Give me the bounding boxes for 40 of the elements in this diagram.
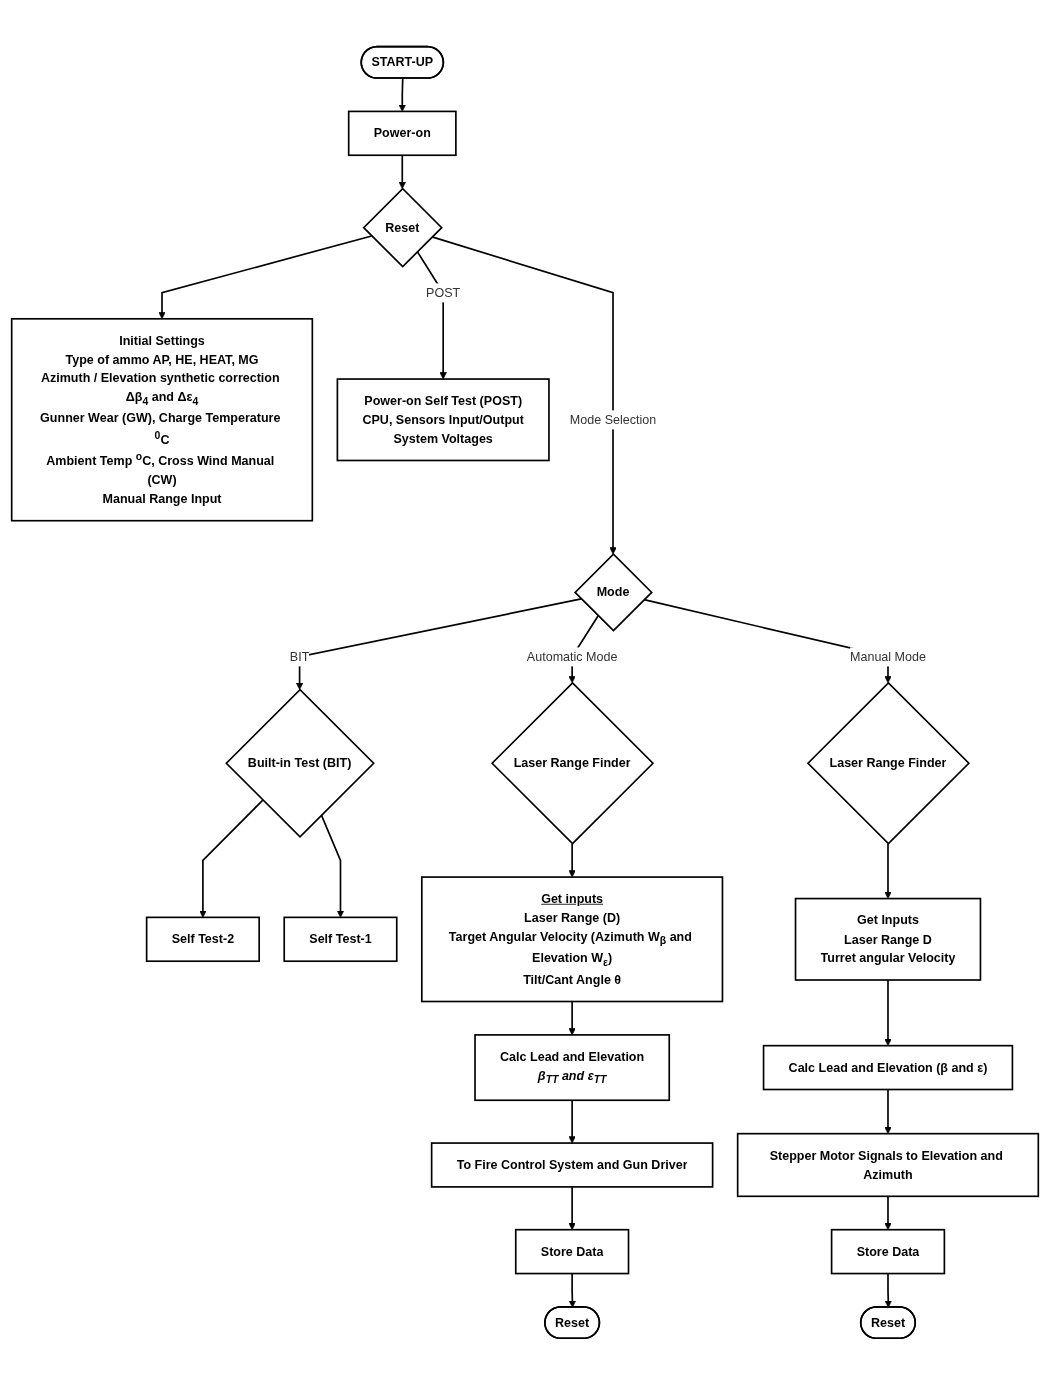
arrow xyxy=(567,1000,576,1035)
node-box: Store Data xyxy=(514,1228,629,1274)
arrow xyxy=(320,813,344,918)
edge-label: Mode Selection xyxy=(569,411,656,426)
node-box: Power-on xyxy=(347,110,457,156)
node-box: Calc Lead and Elevation β$_{TT}$ and ε$_{TT}$ xyxy=(473,1033,670,1101)
node-box: Store Data xyxy=(830,1228,945,1274)
arrow xyxy=(398,153,406,189)
node-box: Power-on Self Test (POST) CPU, Sensors Input/Output System Voltages xyxy=(336,377,550,461)
arrow xyxy=(295,597,582,690)
arrow xyxy=(567,1185,576,1230)
arrow xyxy=(198,798,264,918)
node-box: Calc Lead and Elevation (β and ε) xyxy=(762,1044,1013,1090)
arrow xyxy=(430,235,617,554)
edge-label: Manual Mode xyxy=(849,648,926,663)
arrow xyxy=(568,1272,576,1308)
node-diamond: Laser Range Finder xyxy=(806,681,970,845)
node-diamond: Laser Range Finder xyxy=(490,681,654,845)
edge-label: POST xyxy=(425,284,460,299)
arrow xyxy=(398,77,406,112)
node-box: To Fire Control System and Gun Driver xyxy=(430,1141,713,1188)
edge-label: Automatic Mode xyxy=(526,648,617,663)
node-diamond: Built-in Test (BIT) xyxy=(224,687,375,838)
arrow xyxy=(884,1272,892,1308)
arrow xyxy=(157,234,372,319)
node-diamond: Reset xyxy=(362,187,443,268)
arrow xyxy=(883,1195,892,1230)
arrow xyxy=(883,1088,892,1134)
arrow xyxy=(567,1098,576,1143)
edge-label: BIT xyxy=(289,648,309,663)
node-box: Self Test-2 xyxy=(145,916,260,962)
node-box: Get Inputs Laser Range D Turret angular Velocity xyxy=(794,897,981,981)
node-box: Initial Settings Type of ammo AP, HE, HEAT, MG Azimuth / Elevation synthetic correction Δβ$_{4}$ and Δε$_{4}$ Gunner Wear (GW), Charge Temperature $^{0}$C Ambient Temp $^{o}$C, Cross Wind Manual (CW) Manual Range Input xyxy=(10,317,313,522)
node-box: Stepper Motor Signals to Elevation and Azimuth xyxy=(736,1132,1039,1197)
node-diamond: Mode xyxy=(573,552,653,632)
node-box: Get inputs Laser Range (D) Target Angular Velocity (Azimuth W$_{β}$ and Elevation W$_{ε}$) Tilt/Cant Angle θ xyxy=(420,875,723,1002)
arrow xyxy=(567,842,576,877)
node-box: Self Test-1 xyxy=(282,916,398,962)
arrow xyxy=(883,978,892,1046)
arrow xyxy=(883,842,892,899)
